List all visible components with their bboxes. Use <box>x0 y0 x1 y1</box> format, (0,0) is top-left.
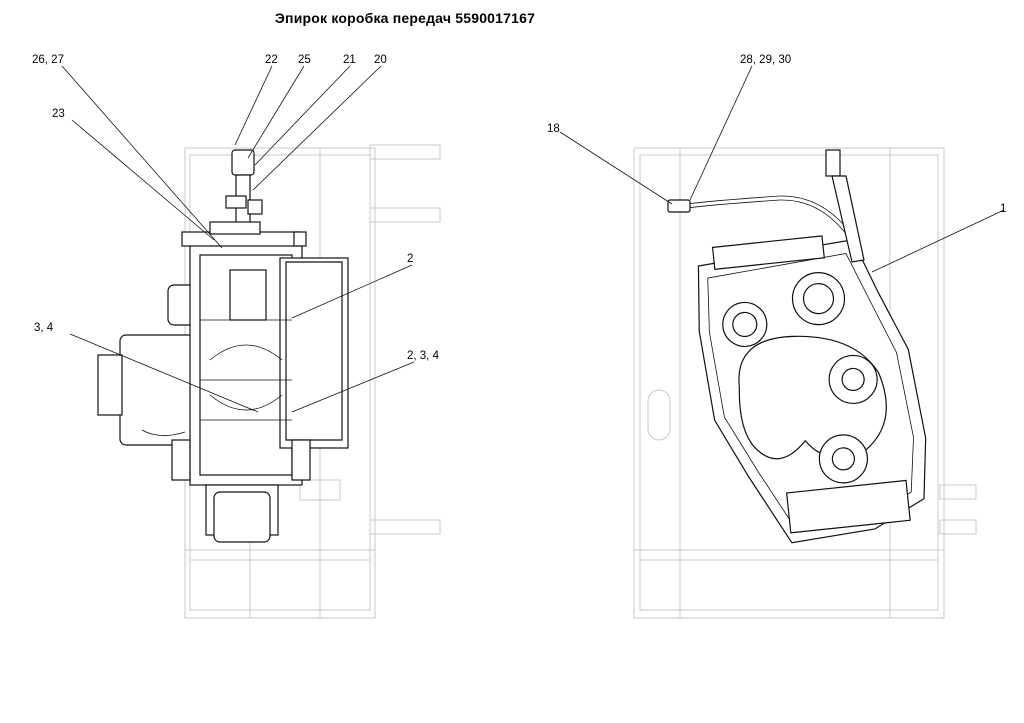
callout-25: 25 <box>298 54 311 66</box>
callout-3-4: 3, 4 <box>34 322 54 334</box>
callout-26-27: 26, 27 <box>32 54 64 66</box>
right-sensor-cable <box>667 149 865 263</box>
left-output-flange <box>171 439 311 543</box>
callout-23: 23 <box>52 108 65 120</box>
left-leader-lines <box>61 65 415 413</box>
callout-20: 20 <box>374 54 387 66</box>
callout-28-29-30: 28, 29, 30 <box>740 54 792 66</box>
callout-22: 22 <box>265 54 278 66</box>
right-frame-ghost <box>633 147 977 619</box>
right-front-view <box>559 65 1005 619</box>
callout-1: 1 <box>1000 203 1007 215</box>
right-gearbox-housing <box>697 235 927 544</box>
callout-2: 2 <box>407 253 414 265</box>
left-shift-shaft <box>181 149 307 247</box>
right-leader-lines <box>559 65 1005 273</box>
callout-21: 21 <box>343 54 356 66</box>
page-title: Эпирок коробка передач 5590017167 <box>274 10 536 26</box>
callout-2-3-4: 2, 3, 4 <box>407 350 439 362</box>
left-gearbox-housing <box>97 244 349 486</box>
left-side-view <box>61 65 441 619</box>
callout-18: 18 <box>547 123 560 135</box>
